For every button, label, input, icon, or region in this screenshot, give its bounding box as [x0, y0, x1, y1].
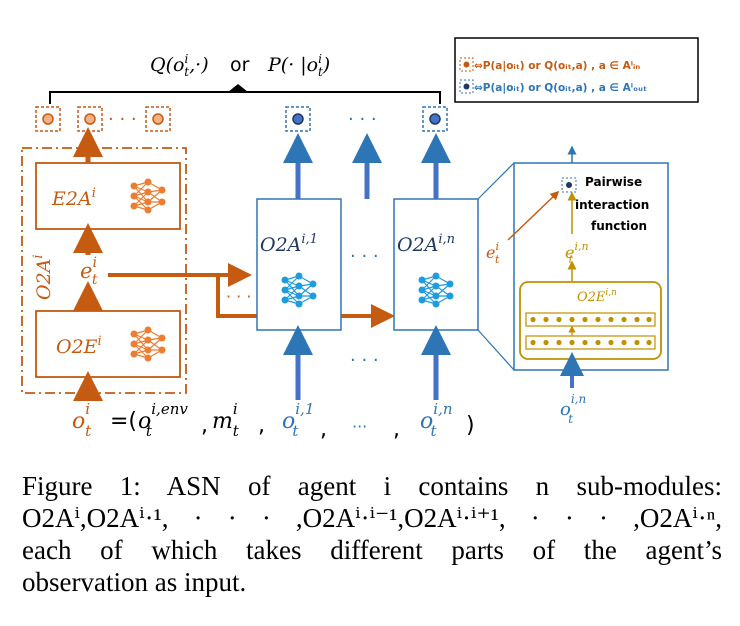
- caption-line-4: observation as input.: [22, 567, 247, 597]
- input-ellipsis: · · ·: [350, 350, 379, 371]
- route-ellipsis: · · ·: [226, 287, 251, 306]
- o2a-outer-box: [21, 147, 187, 394]
- out-action-nodes: · · ·: [285, 106, 448, 132]
- in-node-ellipsis: · · ·: [108, 109, 137, 130]
- output-bracket: [49, 91, 441, 104]
- caption-line-1: Figure 1: ASN of agent i contains n sub-…: [22, 471, 722, 501]
- svg-text:O2Ei: O2Ei: [56, 334, 102, 358]
- bracket-up-arrow-icon: [228, 84, 248, 92]
- svg-text:E2Ai: E2Ai: [51, 186, 96, 210]
- zoom-connectors: [477, 162, 515, 371]
- in-action-nodes: · · ·: [35, 106, 171, 132]
- caption-line-3: each of which takes different parts of t…: [22, 535, 722, 565]
- zoom-o2e-label: O2Ei,n: [577, 288, 617, 305]
- legend-out-icon: [459, 79, 474, 94]
- legend-row-out: ⇔P(a|oᵢₜ) or Q(oᵢₜ,a) , a ∈ Aⁱₒᵤₜ: [474, 82, 647, 94]
- equals-paren: =(: [110, 409, 137, 434]
- o2a-outer-label: O2Ai: [31, 254, 55, 300]
- caption-line-2: O2Aⁱ,O2Aⁱ·¹, · · · ,O2Aⁱ·ⁱ⁻¹,O2Aⁱ·ⁱ⁺¹, ·…: [22, 503, 722, 533]
- figure-caption: Figure 1: ASN of agent i contains n sub-…: [22, 470, 722, 598]
- comma: ,: [258, 413, 265, 438]
- legend-row-in: ⇔P(a|oᵢₜ) or Q(oᵢₜ,a) , a ∈ Aⁱᵢₙ: [474, 60, 640, 72]
- right-arrow-icon: [507, 190, 560, 241]
- input-dots: ···: [352, 417, 367, 436]
- o2a-n-module: O2Ai,n: [393, 198, 479, 331]
- out-node-ellipsis: · · ·: [348, 109, 377, 130]
- e2a-module: E2Ai: [35, 162, 181, 230]
- o2a-1-module: O2Ai,1: [256, 198, 342, 331]
- legend-in-icon: [459, 57, 474, 72]
- comma: ,: [320, 417, 327, 442]
- pairwise-label: Pairwise interaction function: [575, 175, 653, 233]
- svg-text:O2Ai,n: O2Ai,n: [397, 232, 455, 256]
- svg-text:O2Ai,1: O2Ai,1: [260, 232, 318, 256]
- close-paren: ): [466, 413, 475, 438]
- comma: ,: [393, 417, 400, 442]
- o2e-module: O2Ei: [35, 310, 181, 378]
- comma: ,: [201, 413, 208, 438]
- module-ellipsis: · · ·: [350, 246, 379, 267]
- or-connector: or: [230, 54, 250, 76]
- embedding-layers: [525, 312, 656, 350]
- legend: ⇔P(a|oᵢₜ) or Q(oᵢₜ,a) , a ∈ Aⁱᵢₙ ⇔P(a|oᵢ…: [454, 37, 699, 103]
